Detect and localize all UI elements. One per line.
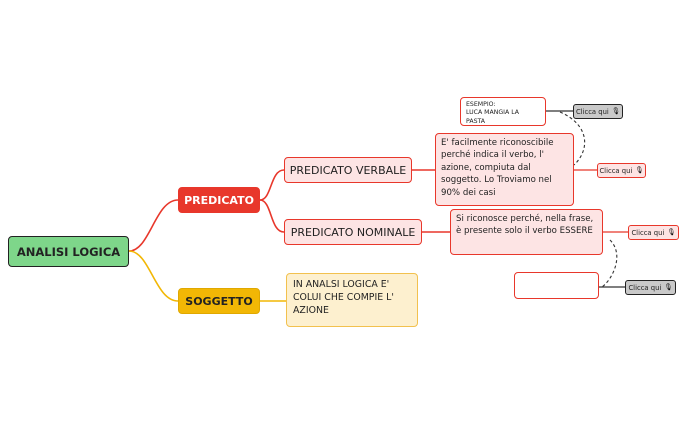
clicca-qui-button-empty[interactable]: Clicca qui 🎙 xyxy=(625,280,676,295)
predicato-verbale-label: PREDICATO VERBALE xyxy=(289,163,407,177)
clicca-qui-label: Clicca qui xyxy=(628,283,662,292)
link-root-soggetto xyxy=(128,250,179,302)
root-label: ANALISI LOGICA xyxy=(16,244,121,259)
soggetto-node[interactable]: SOGGETTO xyxy=(178,288,260,314)
predicato-verbale-description[interactable]: E' facilmente riconoscibile perché indic… xyxy=(435,133,574,206)
esempio-note[interactable]: ESEMPIO: LUCA MANGIA LA PASTA xyxy=(460,97,546,126)
link-predicato-pv xyxy=(259,169,285,201)
clicca-qui-button-predicato-nominale[interactable]: Clicca qui 🎙 xyxy=(628,225,679,240)
link-root-predicato xyxy=(128,199,179,252)
link-predicato-pn xyxy=(259,199,285,233)
microphone-icon: 🎙 xyxy=(664,283,673,292)
dashed-link-empty xyxy=(601,239,618,288)
soggetto-description[interactable]: IN ANALSI LOGICA E' COLUI CHE COMPIE L' … xyxy=(286,273,418,327)
microphone-icon: 🎙 xyxy=(611,107,621,116)
root-node[interactable]: ANALISI LOGICA xyxy=(8,236,129,267)
clicca-qui-label: Clicca qui xyxy=(631,228,665,237)
clicca-qui-button-predicato-verbale[interactable]: Clicca qui 🎙 xyxy=(597,163,646,178)
soggetto-label: SOGGETTO xyxy=(185,294,253,308)
clicca-qui-label: Clicca qui xyxy=(599,166,633,175)
predicato-verbale-node[interactable]: PREDICATO VERBALE xyxy=(284,157,412,183)
predicato-node[interactable]: PREDICATO xyxy=(178,187,260,213)
predicato-nominale-node[interactable]: PREDICATO NOMINALE xyxy=(284,219,422,245)
microphone-icon: 🎙 xyxy=(635,166,644,175)
dashed-link-esempio xyxy=(559,111,586,166)
clicca-qui-button-esempio[interactable]: Clicca qui 🎙 xyxy=(573,104,623,119)
esempio-title: ESEMPIO: xyxy=(466,101,496,108)
predicato-nominale-description[interactable]: Si riconosce perché, nella frase, è pres… xyxy=(450,209,603,255)
empty-note[interactable] xyxy=(514,272,599,299)
predicato-label: PREDICATO xyxy=(184,193,254,207)
clicca-qui-label: Clicca qui xyxy=(575,107,609,116)
predicato-nominale-label: PREDICATO NOMINALE xyxy=(290,225,416,239)
esempio-text: LUCA MANGIA LA PASTA xyxy=(466,109,520,125)
microphone-icon: 🎙 xyxy=(667,228,676,237)
